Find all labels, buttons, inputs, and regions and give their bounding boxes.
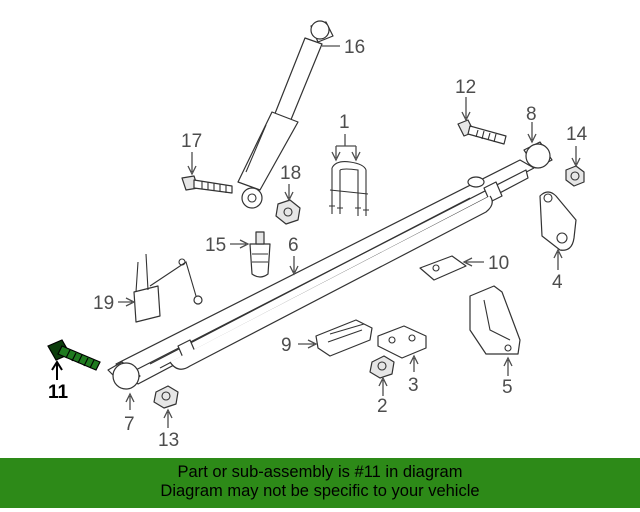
part-8-bushing[interactable] <box>523 141 553 169</box>
part-3-plate[interactable] <box>377 325 427 359</box>
leader-3 <box>409 354 419 372</box>
callout-1: 1 <box>339 112 350 133</box>
part-6-leaf-spring[interactable] <box>115 159 535 385</box>
part-11-bolt-highlighted[interactable] <box>47 339 101 371</box>
callout-15: 15 <box>205 235 226 256</box>
leader-2 <box>378 376 388 396</box>
part-10-plate[interactable] <box>419 255 467 281</box>
part-14-nut[interactable] <box>565 165 585 187</box>
leader-13 <box>163 408 173 428</box>
part-1-u-bolt[interactable] <box>329 161 369 216</box>
callout-5: 5 <box>502 377 513 398</box>
callout-4: 4 <box>552 272 563 293</box>
callout-13: 13 <box>158 430 179 451</box>
part-18-nut[interactable] <box>275 199 301 225</box>
leader-7 <box>125 392 135 410</box>
callout-8: 8 <box>526 104 537 125</box>
leader-1 <box>335 134 357 158</box>
callout-14: 14 <box>566 124 588 145</box>
leader-18 <box>284 184 294 202</box>
leader-14 <box>571 146 581 168</box>
part-12-bolt[interactable] <box>457 119 507 145</box>
callout-2: 2 <box>377 396 388 417</box>
leader-11 <box>51 360 63 380</box>
part-13-nut[interactable] <box>153 385 179 409</box>
parts-diagram: 16 1 12 8 14 4 17 <box>47 20 588 451</box>
footer-banner: Part or sub-assembly is #11 in diagram D… <box>0 458 640 508</box>
footer-line-2: Diagram may not be specific to your vehi… <box>160 482 480 500</box>
callout-18: 18 <box>280 163 301 184</box>
part-9-spring-seat[interactable] <box>315 319 373 357</box>
leader-15 <box>230 239 250 249</box>
leader-19 <box>118 297 136 307</box>
leader-10 <box>462 257 484 267</box>
leader-4 <box>553 248 563 270</box>
part-7-eye-bushing[interactable] <box>107 361 141 390</box>
callout-12: 12 <box>455 77 476 98</box>
leader-8 <box>527 122 537 144</box>
leader-17 <box>187 152 197 176</box>
part-15-bump-stop[interactable] <box>249 231 271 278</box>
callout-7: 7 <box>124 414 135 435</box>
callout-10: 10 <box>488 253 509 274</box>
callout-3: 3 <box>408 375 419 396</box>
callout-16: 16 <box>344 37 365 58</box>
part-19-bracket[interactable] <box>133 253 203 323</box>
callout-17: 17 <box>181 131 202 152</box>
part-16-shock-absorber[interactable] <box>237 20 334 209</box>
callout-6: 6 <box>288 235 299 256</box>
part-17-bolt[interactable] <box>181 175 233 194</box>
part-4-shackle[interactable] <box>539 191 577 251</box>
callout-9: 9 <box>281 335 292 356</box>
leader-12 <box>461 97 471 122</box>
part-5-bracket[interactable] <box>469 285 521 355</box>
leader-5 <box>503 356 513 376</box>
callout-11: 11 <box>48 382 69 403</box>
callout-19: 19 <box>93 293 114 314</box>
part-2-nut[interactable] <box>369 355 395 379</box>
leader-9 <box>298 339 318 349</box>
leader-6 <box>289 256 299 276</box>
footer-line-1: Part or sub-assembly is #11 in diagram <box>177 463 463 481</box>
